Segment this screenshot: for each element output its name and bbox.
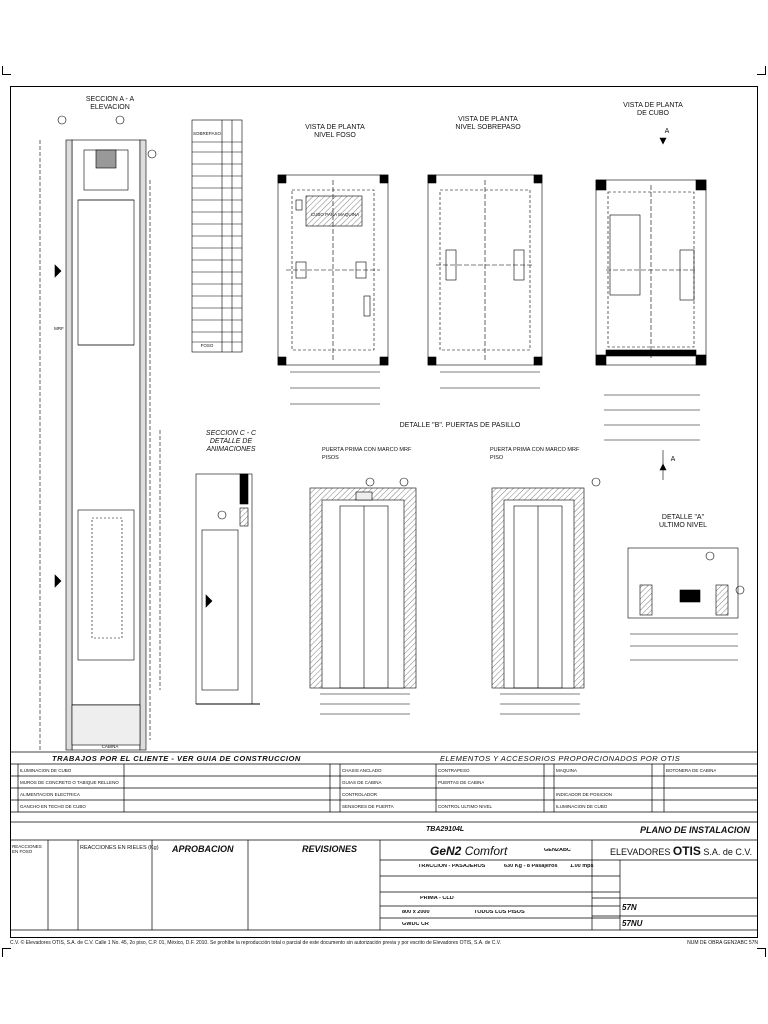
controller-value: GWDC CR <box>402 922 429 927</box>
model-gen: GeN2 <box>430 844 462 858</box>
client-item-3: ALIMENTACION ELECTRICA <box>20 792 80 797</box>
lower-frames <box>10 751 758 931</box>
otis-item-1: CHASIS ANCLADO <box>342 768 382 773</box>
plan-shaft-title: VISTA DE PLANTA DE CUBO <box>623 102 683 117</box>
cabin-label: CABINA <box>101 744 119 749</box>
footer-left: C.V. © Elevadores OTIS, S.A. de C.V. Cal… <box>10 940 502 946</box>
plan-title: PLANO DE INSTALACION <box>640 825 750 835</box>
otis-item-9: SENSORES DE PUERTA <box>342 804 394 809</box>
section-letter-a-1: A <box>664 128 670 135</box>
approval-label: APROBACION <box>172 844 234 854</box>
plan-pit-drawing <box>277 174 389 405</box>
detail-a-title: DETALLE "A" ULTIMO NIVEL <box>658 514 708 529</box>
plan-overhead-drawing <box>427 174 543 389</box>
crop-mark-tl <box>2 66 11 75</box>
door-1-title: PUERTA PRIMA CON MARCO MRF PISOS <box>322 447 412 461</box>
drawing-sheet <box>10 86 758 938</box>
otis-item-3: MAQUINA <box>556 768 578 773</box>
client-works-title: TRABAJOS POR EL CLIENTE - VER GUIA DE CO… <box>52 754 301 763</box>
otis-item-10: CONTROL ULTIMO NIVEL <box>438 804 493 809</box>
model-logo: GeN2 Comfort <box>430 844 507 858</box>
footer-right: NUM DE OBRA GEN2ABC 57N <box>687 940 758 946</box>
mrf-label: MRF <box>54 326 64 331</box>
otis-item-11: ILUMINACION DE CUBO <box>556 804 608 809</box>
company-prefix: ELEVADORES <box>610 847 671 857</box>
model-comfort: Comfort <box>464 844 508 858</box>
crop-mark-bl <box>2 948 11 957</box>
floors-value: TODOS LOS PISOS <box>474 910 525 915</box>
crop-mark-br <box>757 948 766 957</box>
otis-item-8: CONTROLADOR <box>342 792 378 797</box>
otis-item-6: PUERTAS DE CABINA <box>438 780 485 785</box>
door-size-value: 800 x 2000 <box>402 910 430 915</box>
crop-mark-tr <box>757 66 766 75</box>
plan-shaft-drawing <box>595 137 707 480</box>
section-aa-title: SECCION A - A ELEVACION <box>85 96 135 111</box>
reactions-pit-label: REACCIONES EN FOSO <box>12 844 42 854</box>
contract-1: 57N <box>622 903 637 912</box>
detail-a-drawing <box>627 547 745 661</box>
drawing-number: TBA29104L <box>426 826 465 833</box>
footer-copyright: C.V. © Elevadores OTIS, S.A. de C.V. Cal… <box>10 940 758 946</box>
door-detail-2 <box>491 477 601 715</box>
reactions-rails-label: REACCIONES EN RIELES (Kg) <box>80 845 159 851</box>
otis-item-5: GUIAS DE CABINA <box>342 780 382 785</box>
door-2-title: PUERTA PRIMA CON MARCO MRF PISO <box>490 447 580 461</box>
company-brand: OTIS <box>672 844 701 858</box>
speed-value: 1.00 mps <box>570 864 594 869</box>
capacity-value: 630 Kg - 8 Pasajeros <box>504 864 558 869</box>
door-detail-1 <box>309 477 417 715</box>
plan-pit-title: VISTA DE PLANTA NIVEL FOSO <box>305 124 365 139</box>
pit-note: CUBO PARA MAQUINA <box>310 212 360 217</box>
client-item-1: ILUMINACION DE CUBO <box>20 768 72 773</box>
otis-item-7: INDICADOR DE POSICION <box>556 792 613 797</box>
otis-item-4: BOTONERA DE CABINA <box>666 768 717 773</box>
detail-b-title: DETALLE "B". PUERTAS DE PASILLO <box>399 422 521 429</box>
otis-elements-title: ELEMENTOS Y ACCESORIOS PROPORCIONADOS PO… <box>440 754 681 763</box>
height-table <box>191 119 243 353</box>
order-number: GEN2ABC <box>544 848 571 853</box>
company-suffix: S.A. de C.V. <box>703 847 753 857</box>
contract-2: 57NU <box>622 919 643 928</box>
section-letter-a-2: A <box>670 456 676 463</box>
traction-value: TRACCION - PASAJEROS <box>418 864 486 869</box>
client-item-4: GANCHO EN TECHO DE CUBO <box>20 804 86 809</box>
revisions-label: REVISIONES <box>302 844 358 854</box>
table-bottom-label: FOSO <box>200 343 214 348</box>
table-top-label: SOBREPASO <box>193 131 221 136</box>
company-name: ELEVADORES OTIS S.A. de C.V. <box>610 844 752 858</box>
section-cc-drawing <box>195 473 260 705</box>
entrance-value: PRIMA - CLD <box>420 896 454 901</box>
section-aa-drawing <box>39 115 161 751</box>
client-item-2: MUROS DE CONCRETO O TABIQUE RELLENO <box>20 780 119 785</box>
otis-item-2: CONTRAPESO <box>438 768 470 773</box>
section-cc-title: SECCION C - C DETALLE DE ANIMACIONES <box>205 430 257 453</box>
plan-overhead-title: VISTA DE PLANTA NIVEL SOBREPASO <box>455 116 521 131</box>
